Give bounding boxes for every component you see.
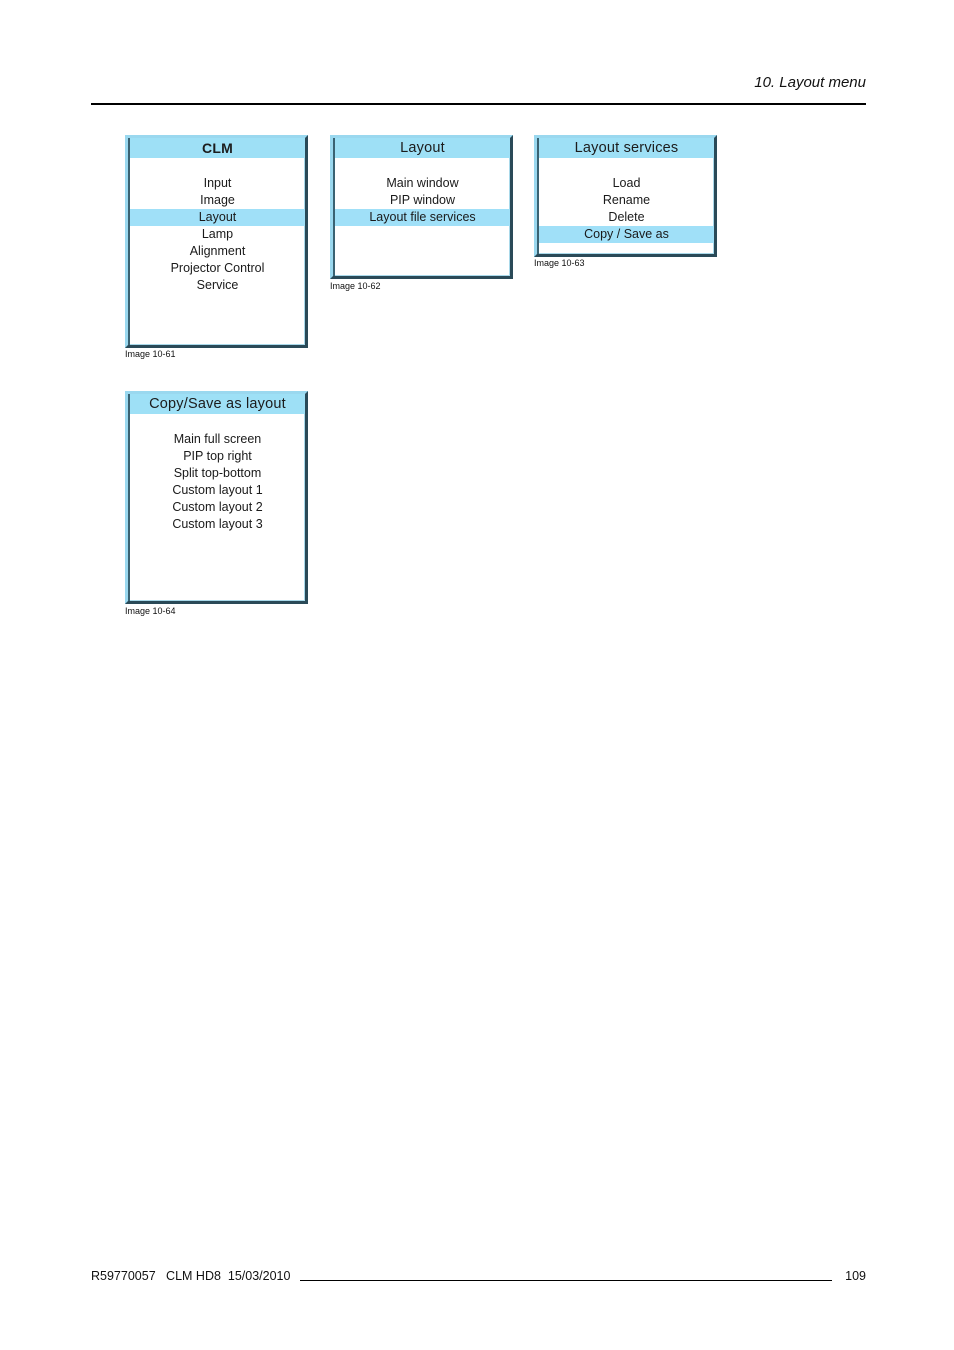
footer-page-number: 109 [845, 1269, 866, 1283]
image-caption: Image 10-62 [330, 281, 381, 291]
menu-panel-layout-services: Layout services Load Rename Delete Copy … [534, 135, 717, 257]
header-rule [91, 103, 866, 105]
menu-title: Copy/Save as layout [130, 394, 305, 414]
page-header-title: 10. Layout menu [754, 74, 866, 91]
menu-item-custom-layout-3[interactable]: Custom layout 3 [172, 517, 263, 531]
footer-doc-info: R59770057 CLM HD8 15/03/2010 [91, 1269, 291, 1283]
menu-item-list: Main full screen PIP top right Split top… [128, 431, 305, 533]
menu-panel-copy-save-as-layout: Copy/Save as layout Main full screen PIP… [125, 391, 308, 604]
menu-item-rename[interactable]: Rename [602, 193, 651, 207]
menu-title: CLM [130, 138, 305, 158]
menu-title: Layout [335, 138, 510, 158]
menu-item-projector-control[interactable]: Projector Control [170, 261, 265, 275]
menu-item-pip-top-right[interactable]: PIP top right [183, 449, 252, 463]
menu-panel-clm: CLM Input Image Layout Lamp Alignment Pr… [125, 135, 308, 348]
menu-item-input[interactable]: Input [203, 176, 232, 190]
image-caption: Image 10-63 [534, 258, 585, 268]
menu-item-custom-layout-2[interactable]: Custom layout 2 [172, 500, 263, 514]
menu-item-list: Input Image Layout Lamp Alignment Projec… [128, 175, 305, 294]
menu-item-delete[interactable]: Delete [608, 210, 645, 224]
menu-item-list: Load Rename Delete Copy / Save as [537, 175, 714, 243]
menu-item-service[interactable]: Service [196, 278, 239, 292]
menu-item-copy-save-as[interactable]: Copy / Save as [539, 226, 714, 243]
menu-item-image[interactable]: Image [200, 193, 235, 207]
menu-title: Layout services [539, 138, 714, 158]
menu-panel-layout: Layout Main window PIP window Layout fil… [330, 135, 513, 279]
menu-item-main-full-screen[interactable]: Main full screen [173, 432, 262, 446]
menu-item-custom-layout-1[interactable]: Custom layout 1 [172, 483, 263, 497]
menu-item-alignment[interactable]: Alignment [189, 244, 246, 258]
menu-item-main-window[interactable]: Main window [386, 176, 459, 190]
image-caption: Image 10-61 [125, 349, 176, 359]
menu-item-pip-window[interactable]: PIP window [389, 193, 456, 207]
menu-item-load[interactable]: Load [612, 176, 641, 190]
menu-item-layout[interactable]: Layout [130, 209, 305, 226]
footer-rule [300, 1280, 832, 1281]
menu-item-lamp[interactable]: Lamp [201, 227, 234, 241]
menu-item-split-top-bottom[interactable]: Split top-bottom [173, 466, 262, 480]
menu-item-list: Main window PIP window Layout file servi… [333, 175, 510, 226]
menu-item-layout-file-services[interactable]: Layout file services [335, 209, 510, 226]
image-caption: Image 10-64 [125, 606, 176, 616]
